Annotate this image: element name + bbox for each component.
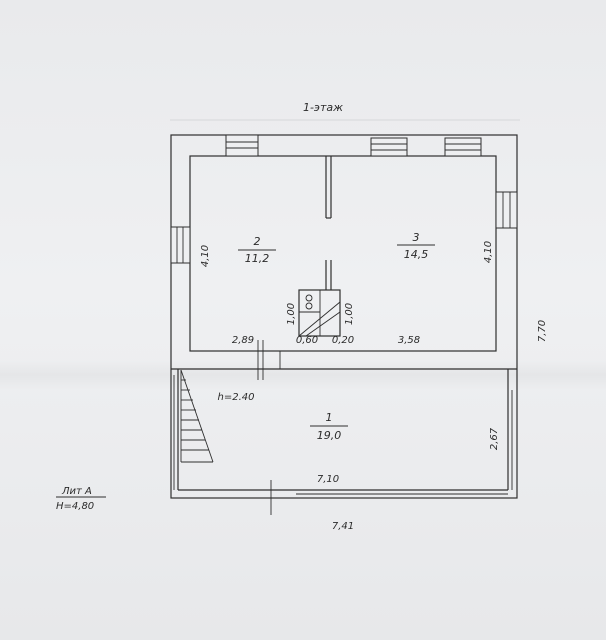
- window-top-middle: [370, 137, 408, 157]
- liter-name: Лит А: [61, 486, 92, 497]
- staircase: [180, 369, 214, 463]
- dim-room3-width: 3,58: [398, 335, 420, 346]
- room2-number: 2: [254, 235, 261, 248]
- window-top-left: [225, 134, 259, 157]
- dim-overall-width: 7,41: [332, 521, 354, 532]
- floor-title: 1-этаж: [303, 101, 343, 114]
- room3-number: 3: [413, 231, 420, 244]
- dim-room2-height: 4,10: [200, 245, 211, 267]
- paper-fold: [0, 360, 606, 390]
- window-left: [170, 226, 191, 264]
- ceiling-height: h=2.40: [218, 392, 255, 403]
- room1-number: 1: [326, 411, 333, 424]
- dim-right-height: 7,70: [537, 320, 548, 342]
- room3-area: 14,5: [404, 248, 429, 261]
- dim-stove-width: 0,60: [296, 335, 318, 346]
- liter-height: H=4,80: [56, 501, 94, 512]
- dim-room2-width: 2,89: [232, 335, 254, 346]
- upper-rooms-inner-wall: [189, 155, 497, 352]
- room1-area: 19,0: [317, 429, 342, 442]
- dim-stove-left-height: 1,00: [286, 303, 297, 325]
- window-top-right: [444, 137, 482, 157]
- dim-room3-height: 4,10: [483, 241, 494, 263]
- window-right: [495, 191, 518, 229]
- outer-wall: [170, 134, 518, 499]
- dim-stove-gap: 0,20: [332, 335, 354, 346]
- stove: [298, 260, 341, 337]
- dim-stove-right-height: 1,00: [344, 303, 355, 325]
- dim-inner-width: 7,10: [317, 474, 339, 485]
- room2-area: 11,2: [245, 252, 270, 265]
- dim-room1-height: 2,67: [489, 427, 500, 450]
